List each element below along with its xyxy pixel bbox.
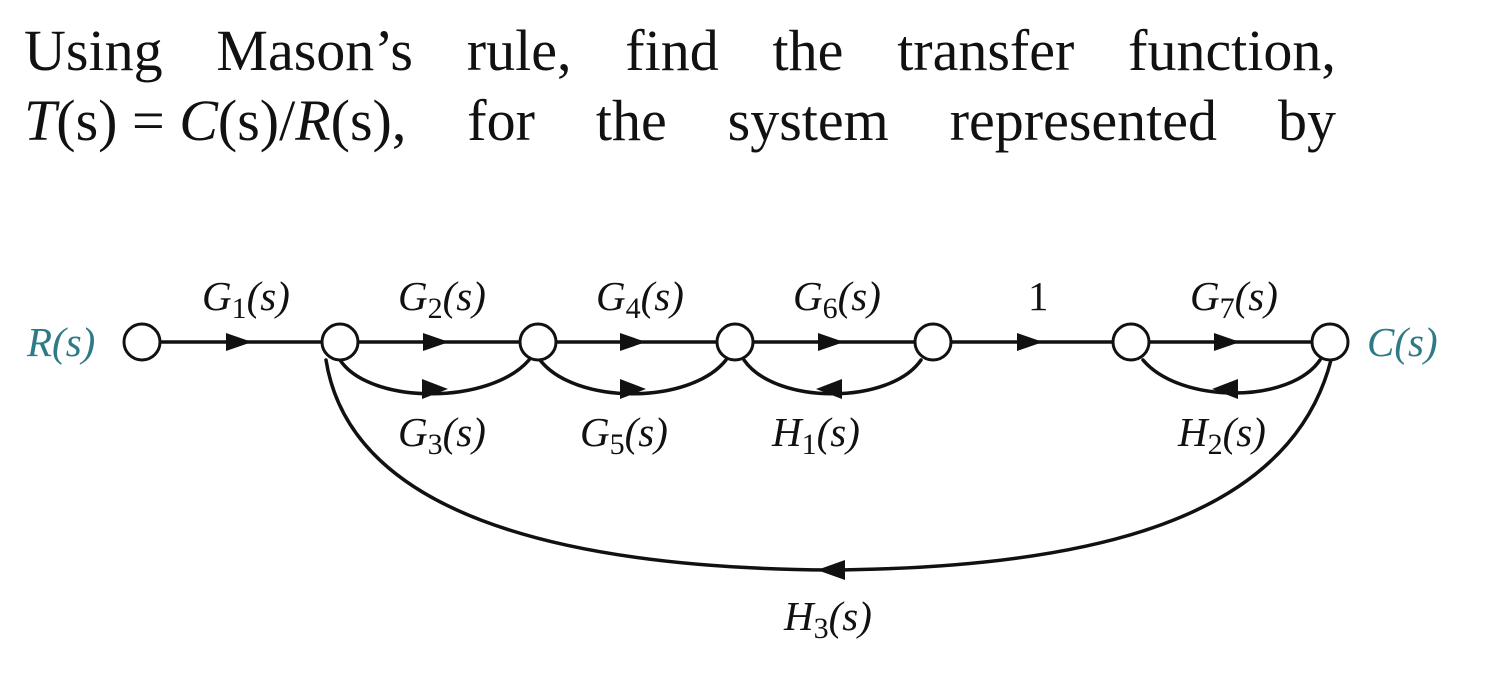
input-node bbox=[122, 322, 162, 362]
arrow-unity bbox=[1017, 333, 1043, 351]
label-g6: G6(s) bbox=[793, 273, 881, 325]
transfer-function-argument: (s) bbox=[56, 88, 118, 153]
input-function-argument: (s) bbox=[330, 88, 392, 153]
prompt-word-find: find bbox=[625, 18, 719, 83]
prompt-word-function: function, bbox=[1128, 18, 1336, 83]
prompt-word-by: by bbox=[1277, 88, 1336, 153]
problem-prompt-line-2: T(s) = C(s)/R(s), for the system represe… bbox=[24, 92, 1336, 150]
input-label-argument: (s) bbox=[52, 319, 95, 365]
equals-sign: = bbox=[131, 88, 165, 153]
problem-prompt-line-1: Using Mason’s rule, find the transfer fu… bbox=[24, 22, 1336, 80]
output-label: C(s) bbox=[1367, 319, 1438, 365]
input-label: R(s) bbox=[26, 319, 95, 365]
label-g5: G5(s) bbox=[580, 409, 668, 461]
node-2 bbox=[320, 322, 360, 362]
output-label-argument: (s) bbox=[1394, 319, 1437, 365]
label-g7: G7(s) bbox=[1190, 273, 1278, 325]
prompt-word-the: the bbox=[772, 18, 844, 83]
output-node bbox=[1310, 322, 1350, 362]
arrow-g2 bbox=[423, 333, 449, 351]
prompt-word-rule: rule, bbox=[466, 18, 572, 83]
arrow-g4 bbox=[620, 333, 646, 351]
output-function-argument: (s) bbox=[217, 88, 280, 153]
transfer-function-expression: T(s) = C(s)/R(s), bbox=[24, 92, 406, 150]
arrow-g7 bbox=[1214, 333, 1240, 351]
prompt-word-system: system bbox=[727, 88, 889, 153]
input-function-name: R bbox=[295, 88, 331, 153]
label-h3: H3(s) bbox=[783, 593, 872, 645]
arrow-g6 bbox=[818, 333, 844, 351]
arrow-h2 bbox=[1212, 379, 1238, 399]
label-g1: G1(s) bbox=[202, 273, 290, 325]
prompt-word-represented: represented bbox=[949, 88, 1218, 153]
arrow-g5 bbox=[620, 379, 646, 399]
label-g2: G2(s) bbox=[398, 273, 486, 325]
division-slash: / bbox=[279, 88, 296, 153]
arrow-h1 bbox=[816, 379, 842, 399]
label-h1: H1(s) bbox=[771, 409, 860, 461]
output-label-name: C bbox=[1367, 319, 1395, 365]
node-5 bbox=[913, 322, 953, 362]
label-g3: G3(s) bbox=[398, 409, 486, 461]
input-label-name: R bbox=[26, 319, 52, 365]
output-function-name: C bbox=[179, 88, 218, 153]
label-unity-gain: 1 bbox=[1028, 273, 1049, 319]
prompt-word-the-2: the bbox=[595, 88, 667, 153]
arrow-g1 bbox=[226, 333, 252, 351]
prompt-word-masons: Mason’s bbox=[216, 18, 413, 83]
node-4 bbox=[715, 322, 755, 362]
prompt-word-transfer: transfer bbox=[897, 18, 1075, 83]
arrow-g3 bbox=[422, 379, 448, 399]
node-6 bbox=[1111, 322, 1151, 362]
expression-comma: , bbox=[391, 88, 407, 153]
transfer-function-name: T bbox=[24, 88, 57, 153]
label-g4: G4(s) bbox=[596, 273, 684, 325]
node-3 bbox=[518, 322, 558, 362]
prompt-word-using: Using bbox=[24, 18, 163, 83]
label-h2: H2(s) bbox=[1177, 409, 1266, 461]
prompt-word-for: for bbox=[467, 88, 535, 153]
arrow-h3 bbox=[817, 560, 845, 580]
